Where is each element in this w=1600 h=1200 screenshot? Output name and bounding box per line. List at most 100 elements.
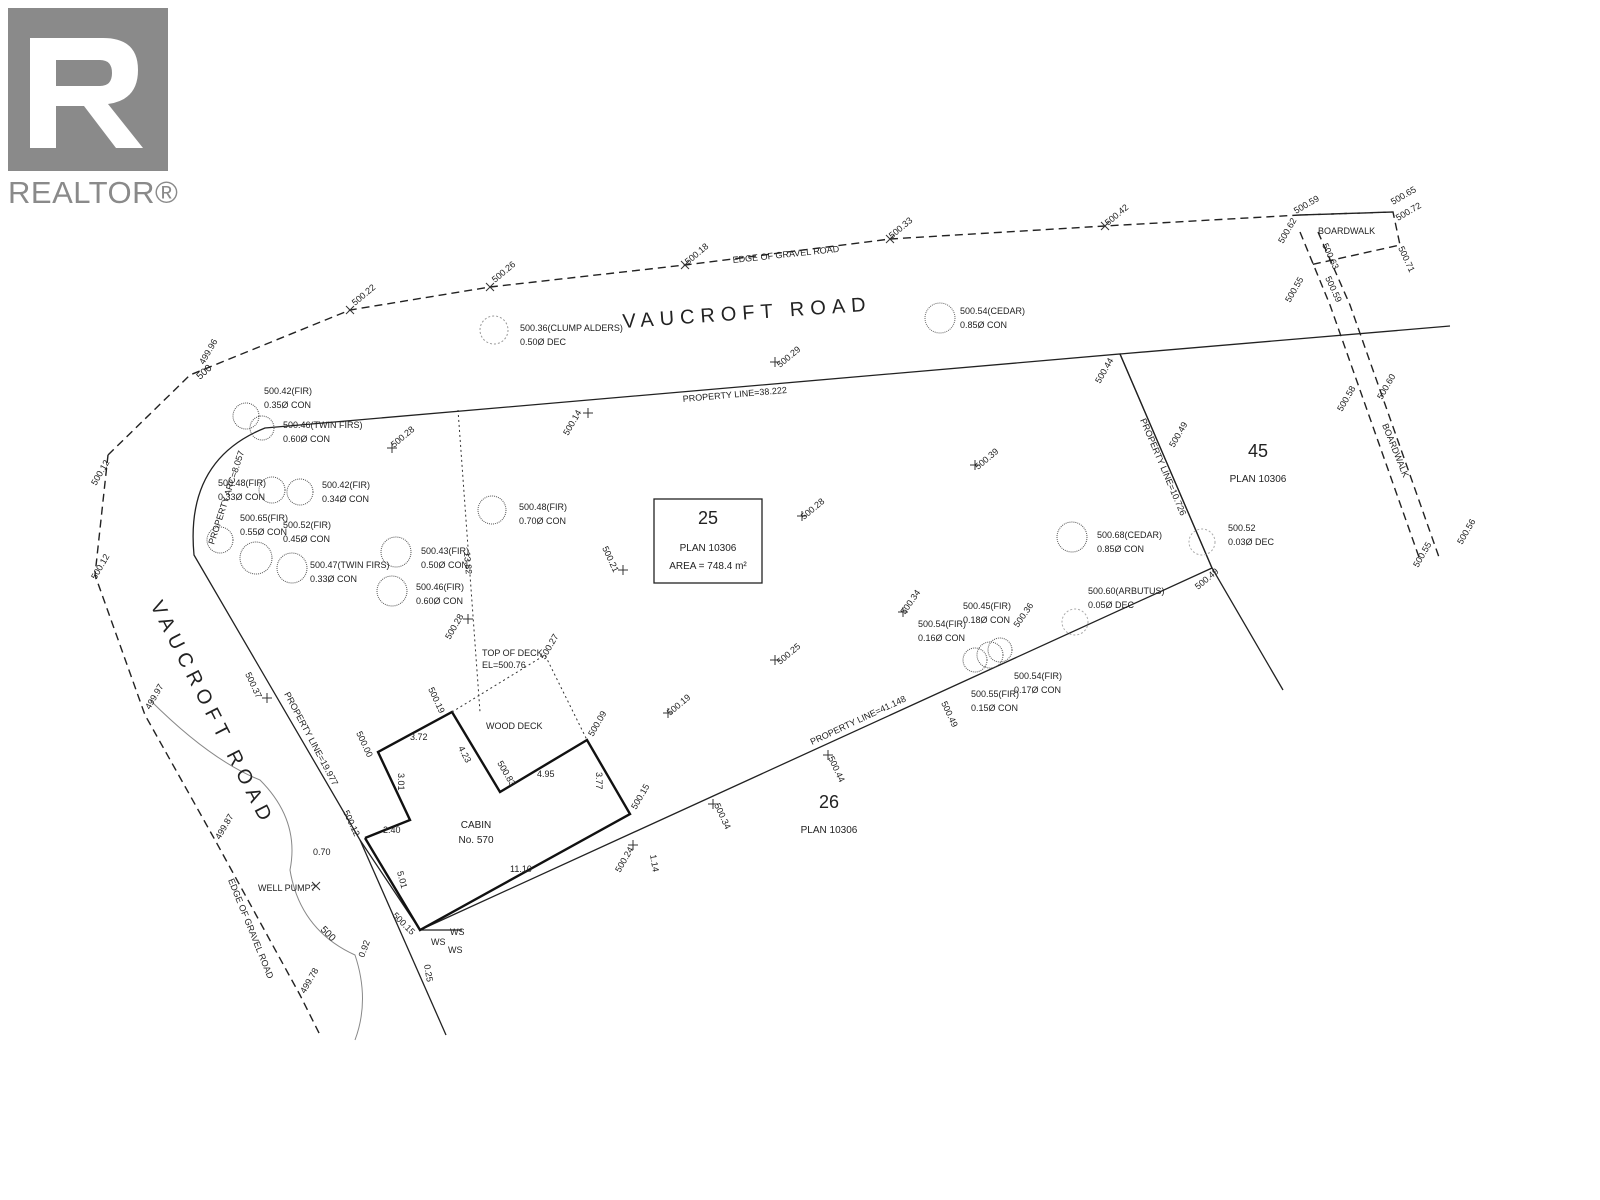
tree-elev: 500.36(CLUMP ALDERS) [520,323,623,333]
dim-3-72: 3.72 [410,732,428,742]
ws-label-2: WS [431,937,446,947]
spot-elev: 499.87 [213,812,235,841]
tree-elev: 500.43(FIR) [421,546,469,556]
tree-elev: 500.52 [1228,523,1256,533]
spot-elev: 500.25 [775,641,803,666]
tree-elev: 500.48(FIR) [519,502,567,512]
tree-elev: 500.42(FIR) [322,480,370,490]
tree-elev: 500.46(TWIN FIRS) [283,420,363,430]
spot-elev: 500.34 [712,802,733,831]
spot-elev: 500.28 [389,424,417,449]
spot-elev: 500.59 [1292,193,1321,215]
tree-size: 0.16Ø CON [918,633,965,643]
tree-elev: 500.48(FIR) [218,478,266,488]
contour-label-west: 500 [318,924,338,944]
spot-elev: 500.19 [665,692,693,717]
spot-elev: 500.14 [561,408,583,437]
tree-elev: 500.45(FIR) [963,601,1011,611]
spot-elev: 499.97 [143,682,165,711]
tree-elev: 500.52(FIR) [283,520,331,530]
pl-west: PROPERTY LINE=19.977 [282,690,340,787]
lot25-box [653,498,763,584]
ws-label-1: WS [450,927,465,937]
spot-elev: 500.44 [1093,356,1115,385]
tree-elev: 500.54(FIR) [918,619,966,629]
tree-size: 0.05Ø DEC [1088,600,1135,610]
spot-elev: 500.33 [887,215,915,240]
boardwalk-outline-b [1317,231,1441,561]
dim-11-10: 11.10 [510,864,532,874]
lot25-area: AREA = 748.4 m² [669,561,747,572]
lot25-plan: PLAN 10306 [680,543,737,554]
spot-elev: 500.56 [1455,517,1477,546]
tree-size: 0.60Ø CON [416,596,463,606]
spot-elev: 500.12 [89,552,111,581]
spot-elev: 500.49 [1167,420,1189,449]
tree-size: 0.50Ø CON [421,560,468,570]
dim-0-25: 0.25 [422,964,435,983]
spot-elev: 500.58 [1335,384,1357,413]
tree-elev: 500.54(CEDAR) [960,306,1025,316]
north-edge-label: EDGE OF GRAVEL ROAD [732,244,840,265]
spot-elev: 499.96 [197,337,219,366]
tree-size: 0.60Ø CON [283,434,330,444]
tree-elev: 500.46(FIR) [416,582,464,592]
tree-size: 0.50Ø DEC [520,337,567,347]
tree-size: 0.45Ø CON [283,534,330,544]
tree-elev: 500.60(ARBUTUS) [1088,586,1165,596]
spot-elev: 500.21 [600,545,621,574]
spot-elev: 500.71 [1396,245,1417,274]
cabin-outline [363,710,632,932]
tree-elev: 500.47(TWIN FIRS) [310,560,390,570]
tree-size: 0.35Ø CON [264,400,311,410]
lot45-number: 45 [1248,441,1268,461]
tree-size: 0.33Ø CON [310,574,357,584]
spot-elev: 500.28 [443,612,465,641]
deck-line [451,654,588,741]
lot26-number: 26 [819,792,839,812]
spot-elev: 500.22 [350,282,378,307]
spot-elev: 500.19 [426,686,447,715]
tree-size: 0.03Ø DEC [1228,537,1275,547]
dim-13-82: 13.82 [462,551,474,574]
dim-4-95: 4.95 [537,769,555,779]
west-gravel-edge [94,454,321,1036]
tree-size: 0.85Ø CON [960,320,1007,330]
tree-size: 0.15Ø CON [971,703,1018,713]
lot45-boundary [1119,353,1284,691]
west-road-name: VAUCROFT ROAD [146,597,279,829]
tree-size: 0.70Ø CON [519,516,566,526]
tree-elev: 500.55(FIR) [971,689,1019,699]
spot-elev: 500.34 [898,588,922,616]
cabin-number: No. 570 [458,835,493,846]
spot-elev: 500.15 [391,910,418,937]
spot-crosses [262,221,1110,891]
spot-elev: 500.55 [1283,275,1305,304]
spot-elev: 500.37 [243,671,264,700]
dim-0-92: 0.92 [356,939,371,959]
spot-elev: 500.39 [973,446,1001,471]
boardwalk-outline-a [1299,231,1421,561]
tree-size: 0.85Ø CON [1097,544,1144,554]
spot-elev: 500.09 [586,709,608,738]
lot25-number: 25 [698,508,718,528]
boardwalk-side-label: BOARDWALK [1380,422,1411,479]
tree-elev: 500.42(FIR) [264,386,312,396]
spot-elev: 500.62 [1276,216,1298,245]
dim-2-40: 2.40 [383,825,401,835]
spot-elev: 500.26 [490,259,518,284]
north-road-line [1119,325,1451,355]
realtor-wordmark: REALTOR® [8,175,179,210]
tree-size: 0.33Ø CON [218,492,265,502]
spot-elev: 500.49 [939,700,960,729]
spot-elev: 500.59 [1323,275,1344,304]
spot-elev: 499.78 [298,966,320,995]
dim-3-77: 3.77 [594,772,604,790]
dim-4-23: 4.23 [456,744,473,764]
spot-elev: 500.12 [341,809,362,838]
spot-elev: 500.00 [354,730,375,759]
dim-1-14: 1.14 [648,854,661,873]
dim-3-01: 3.01 [396,773,406,791]
spot-elev: 500.36 [1011,601,1035,629]
